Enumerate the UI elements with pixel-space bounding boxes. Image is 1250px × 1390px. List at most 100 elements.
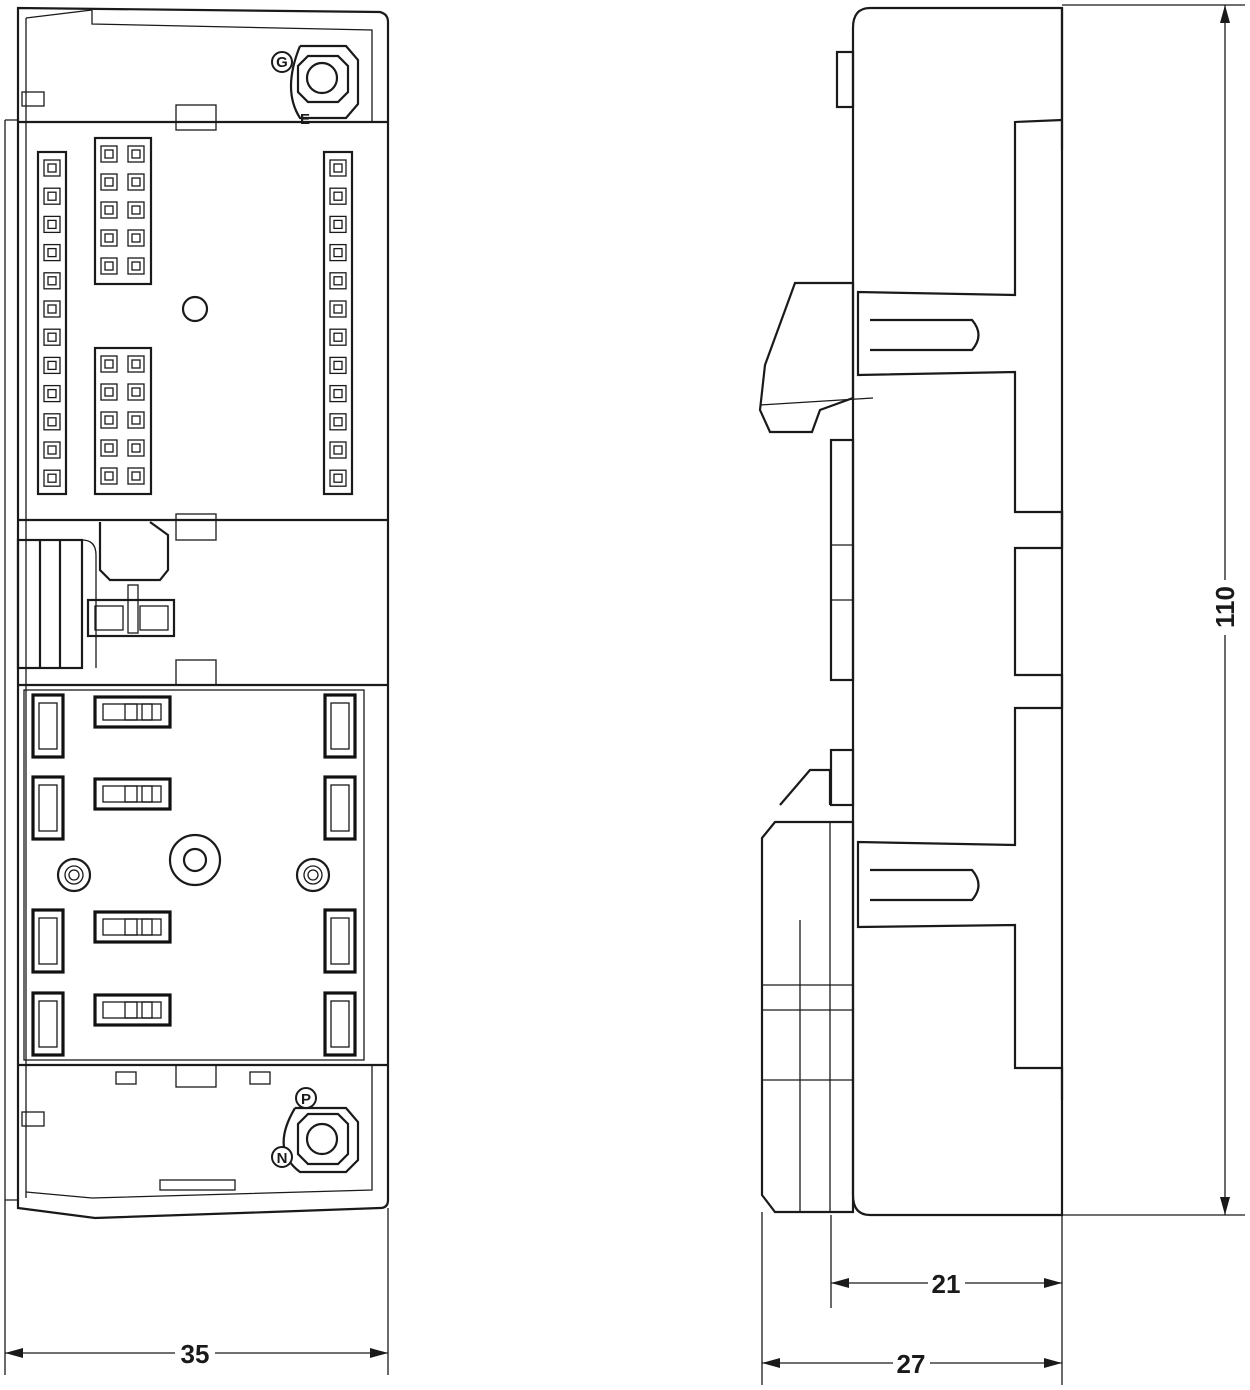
pin bbox=[43, 356, 61, 375]
pin bbox=[100, 467, 118, 485]
contact-bar bbox=[93, 777, 172, 811]
pin bbox=[329, 300, 347, 318]
pin bbox=[329, 243, 347, 262]
pin bbox=[100, 383, 118, 401]
terminal-label-g: G bbox=[276, 54, 288, 71]
pin bbox=[127, 257, 145, 275]
pin bbox=[100, 229, 118, 247]
pin bbox=[127, 173, 145, 191]
pin-inner bbox=[47, 247, 57, 258]
dimensions: 35 21 27 110 bbox=[4, 4, 1245, 1385]
pin bbox=[43, 243, 61, 262]
pin bbox=[100, 201, 118, 219]
dimension-depth-total: 27 bbox=[897, 1349, 926, 1379]
pin bbox=[329, 215, 347, 234]
pin-inner bbox=[333, 163, 343, 173]
contact-bar-window bbox=[141, 1001, 153, 1019]
pin-inner bbox=[131, 415, 141, 425]
contact-slot bbox=[323, 991, 357, 1057]
pin-inner bbox=[131, 261, 141, 271]
pin-inner bbox=[104, 387, 114, 397]
pin bbox=[329, 187, 347, 205]
contact-bar-window bbox=[124, 1001, 138, 1019]
contact-slot bbox=[31, 775, 65, 841]
pin-inner bbox=[47, 219, 57, 230]
contact-bar bbox=[93, 993, 172, 1027]
contact-bar-window bbox=[124, 703, 138, 721]
contact-slot bbox=[323, 775, 357, 841]
pin-inner bbox=[333, 445, 343, 455]
pin-inner bbox=[47, 276, 57, 286]
pin-inner bbox=[104, 261, 114, 271]
contact-bar bbox=[93, 910, 172, 944]
pin bbox=[127, 383, 145, 401]
contact-bar-window bbox=[141, 918, 153, 936]
pin-inner bbox=[104, 471, 114, 481]
contact-bar-window bbox=[124, 918, 138, 936]
pin bbox=[127, 355, 145, 373]
pin bbox=[43, 272, 61, 290]
pin bbox=[100, 355, 118, 373]
pin-inner bbox=[47, 304, 57, 314]
side-view bbox=[758, 6, 1064, 1217]
pin bbox=[43, 328, 61, 346]
terminal-label-p: P bbox=[301, 1091, 311, 1108]
pin-inner bbox=[333, 360, 343, 371]
pin bbox=[329, 413, 347, 431]
pin bbox=[329, 441, 347, 459]
pin-inner bbox=[104, 415, 114, 425]
pin-inner bbox=[333, 417, 343, 427]
pin bbox=[127, 201, 145, 219]
pin-inner bbox=[131, 443, 141, 453]
pin-inner bbox=[333, 276, 343, 286]
front-view: G E P N bbox=[4, 6, 390, 1220]
dimension-depth-inner: 21 bbox=[932, 1269, 961, 1299]
pin-inner bbox=[131, 471, 141, 481]
pin-inner bbox=[104, 443, 114, 453]
socket-contacts bbox=[31, 693, 357, 1057]
pin-inner bbox=[333, 304, 343, 314]
pin-inner bbox=[47, 163, 57, 173]
pin-inner bbox=[333, 247, 343, 258]
pin bbox=[100, 173, 118, 191]
pin-inner bbox=[47, 191, 57, 201]
terminal-label-n: N bbox=[277, 1150, 288, 1167]
pin-inner bbox=[104, 233, 114, 243]
pin bbox=[329, 272, 347, 290]
pin-inner bbox=[47, 473, 57, 483]
contact-slot-inner bbox=[330, 917, 350, 965]
pin-inner bbox=[47, 388, 57, 399]
pin-inner bbox=[131, 177, 141, 187]
pin-inner bbox=[131, 149, 141, 159]
contact-slot-inner bbox=[38, 784, 58, 832]
pin bbox=[329, 469, 347, 487]
pin bbox=[43, 469, 61, 487]
contact-slot-inner bbox=[38, 702, 58, 750]
pin-inner bbox=[333, 191, 343, 201]
pin bbox=[43, 215, 61, 234]
contact-bar-window bbox=[124, 785, 138, 803]
pin-inner bbox=[131, 233, 141, 243]
pin-array bbox=[43, 145, 347, 487]
pin bbox=[329, 159, 347, 177]
contact-slot bbox=[31, 908, 65, 974]
pin-inner bbox=[131, 359, 141, 369]
contact-slot bbox=[31, 693, 65, 759]
contact-slot-inner bbox=[38, 917, 58, 965]
dimension-width: 35 bbox=[181, 1339, 210, 1369]
pin-inner bbox=[47, 417, 57, 427]
pin bbox=[100, 439, 118, 457]
contact-bar-window bbox=[141, 785, 153, 803]
pin bbox=[43, 413, 61, 431]
contact-slot-inner bbox=[330, 702, 350, 750]
pin-inner bbox=[333, 332, 343, 342]
pin-inner bbox=[47, 332, 57, 342]
pin bbox=[100, 145, 118, 163]
pin bbox=[127, 411, 145, 429]
pin-inner bbox=[333, 388, 343, 399]
pin-inner bbox=[104, 205, 114, 215]
contact-bar bbox=[93, 695, 172, 729]
contact-slot bbox=[31, 991, 65, 1057]
pin-inner bbox=[333, 219, 343, 230]
